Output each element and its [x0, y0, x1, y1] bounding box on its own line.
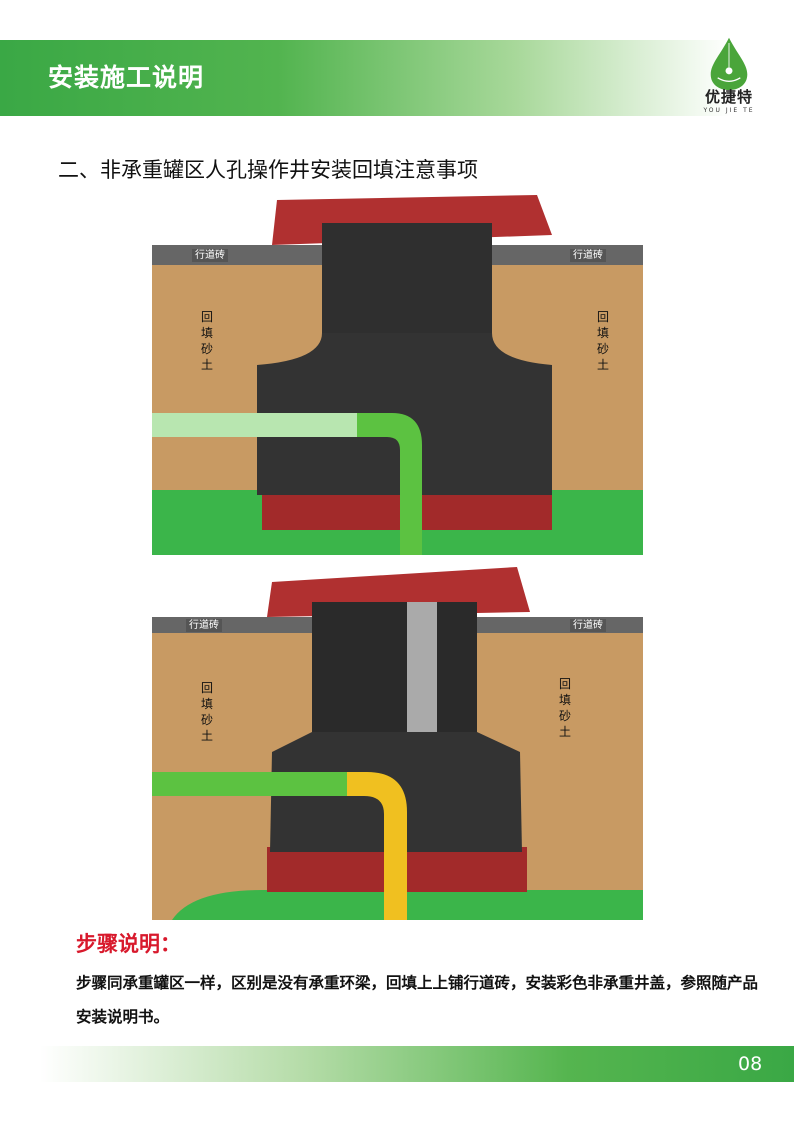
- steps-text: 步骤同承重罐区一样，区别是没有承重环梁，回填上上铺行道砖，安装彩色非承重井盖，参…: [76, 974, 759, 1026]
- section-title: 二、非承重罐区人孔操作井安装回填注意事项: [58, 158, 478, 182]
- brick-label-right: 行道砖: [570, 619, 606, 632]
- diagram-2-illustration: [152, 567, 643, 920]
- logo-drop-icon: [710, 37, 748, 90]
- diagram-1: 行道砖 行道砖 回填砂土 回填砂土: [152, 195, 643, 555]
- footer-bar: [40, 1046, 794, 1082]
- steps-heading: 步骤说明：: [76, 932, 181, 956]
- backfill-label-right: 回填砂土: [558, 677, 571, 739]
- page-number: 08: [738, 1053, 763, 1075]
- backfill-label-left: 回填砂土: [200, 310, 213, 372]
- brick-label-left: 行道砖: [186, 619, 222, 632]
- header-bar: [0, 40, 794, 116]
- brick-label-right: 行道砖: [570, 249, 606, 262]
- diagram-1-illustration: [152, 195, 643, 555]
- header-title: 安装施工说明: [48, 63, 205, 92]
- logo-text: 优捷特: [704, 88, 753, 106]
- brick-label-left: 行道砖: [192, 249, 228, 262]
- backfill-label-left: 回填砂土: [200, 681, 213, 743]
- logo-text-en: YOU JIE TE: [703, 107, 755, 114]
- backfill-label-right: 回填砂土: [596, 310, 609, 372]
- diagram-2: 行道砖 行道砖 回填砂土 回填砂土: [152, 562, 643, 920]
